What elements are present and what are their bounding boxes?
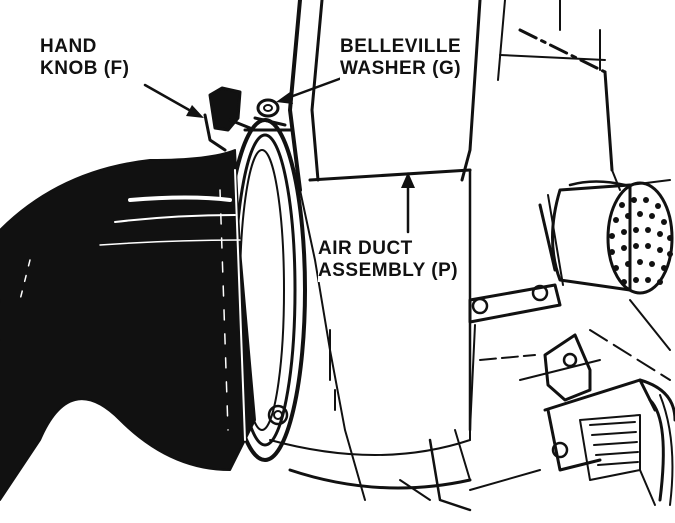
hand-knob-arrowhead bbox=[186, 105, 204, 118]
leader-arrows bbox=[143, 73, 410, 234]
motor-assembly bbox=[543, 169, 675, 506]
upper-housing bbox=[288, 0, 614, 192]
mounting-bracket bbox=[468, 283, 601, 441]
washer-leader bbox=[280, 73, 352, 102]
arrowheads bbox=[186, 92, 415, 188]
belleville-washer-label-line2: WASHER (G) bbox=[340, 58, 462, 79]
hand-knob-label-line2: KNOB (F) bbox=[40, 58, 130, 79]
belleville-washer-label: BELLEVILLE WASHER (G) bbox=[340, 36, 462, 80]
hand-knob-leader bbox=[143, 83, 200, 117]
air-duct-label-line2: ASSEMBLY (P) bbox=[318, 260, 459, 281]
belleville-washer-label-line1: BELLEVILLE bbox=[340, 36, 462, 57]
air-duct-label-line1: AIR DUCT bbox=[318, 238, 413, 259]
flexible-hose bbox=[0, 149, 256, 501]
hand-knob-label-line1: HAND bbox=[40, 36, 97, 57]
air-duct-label: AIR DUCT ASSEMBLY (P) bbox=[318, 238, 459, 282]
filter-canister bbox=[538, 179, 674, 295]
filter-perforations bbox=[609, 197, 673, 285]
air-duct-arrowhead bbox=[401, 172, 415, 188]
washer-arrowhead bbox=[276, 92, 293, 104]
hand-knob-label: HAND KNOB (F) bbox=[40, 36, 130, 80]
clamp-knob bbox=[203, 86, 287, 152]
base-plate bbox=[399, 429, 541, 512]
